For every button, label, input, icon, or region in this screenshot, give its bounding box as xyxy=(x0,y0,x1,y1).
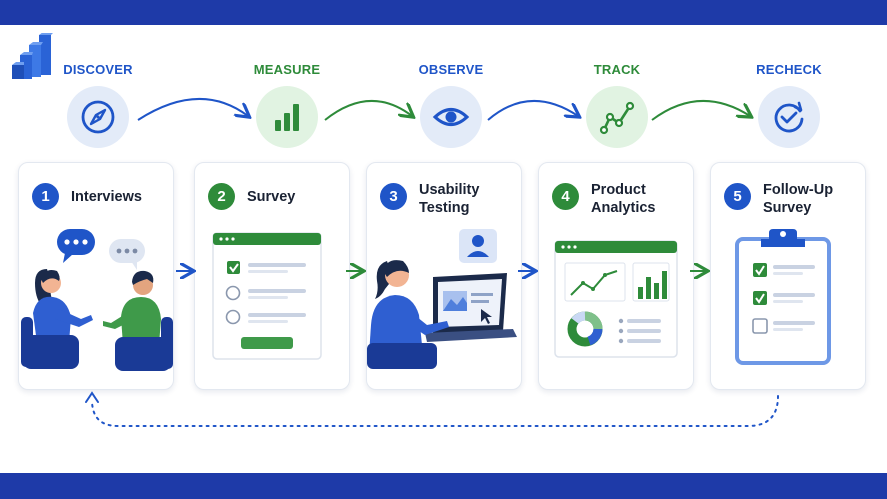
step-card-follow-up-survey: 5 Follow-Up Survey xyxy=(710,162,866,390)
analytics-dashboard-illustration xyxy=(554,240,678,358)
step-card-product-analytics: 4 Product Analytics xyxy=(538,162,694,390)
line-chart-icon xyxy=(599,101,635,135)
bar-chart-icon xyxy=(275,104,299,131)
cursor-icon xyxy=(481,309,492,324)
speech-bubble-icon xyxy=(57,229,95,263)
step-number-badge: 4 xyxy=(552,183,579,210)
refresh-check-icon xyxy=(774,101,804,133)
arrow-measure-to-observe xyxy=(324,99,412,121)
arrow-discover-to-measure xyxy=(137,98,248,121)
interview-illustration xyxy=(21,229,173,371)
stage-circle-observe xyxy=(420,86,482,148)
stage-circle-recheck xyxy=(758,86,820,148)
eye-icon xyxy=(432,108,470,126)
step-number-badge: 5 xyxy=(724,183,751,210)
compass-icon xyxy=(81,100,115,134)
checkbox-empty-icon xyxy=(752,318,768,334)
step-title: Survey xyxy=(247,189,296,205)
step-number-badge: 2 xyxy=(208,183,235,210)
checkbox-checked-icon xyxy=(753,291,767,305)
clipboard-checklist-illustration xyxy=(735,229,831,365)
stage-label-discover: DISCOVER xyxy=(63,62,133,77)
radio-empty-icon xyxy=(225,285,241,301)
stage-circle-discover xyxy=(67,86,129,148)
return-loop-arrow xyxy=(91,395,779,427)
stage-label-observe: OBSERVE xyxy=(418,62,484,77)
stage-circle-track xyxy=(586,86,648,148)
top-banner xyxy=(0,0,887,25)
speech-bubble-icon xyxy=(109,239,145,270)
usability-testing-illustration xyxy=(367,229,517,369)
step-title: Interviews xyxy=(71,189,142,205)
bar-chart-icon xyxy=(638,271,667,299)
stage-circle-measure xyxy=(256,86,318,148)
survey-form-illustration xyxy=(212,232,322,360)
arrow-track-to-recheck xyxy=(651,99,750,121)
step-number-badge: 1 xyxy=(32,183,59,210)
arrow-observe-to-track xyxy=(487,99,578,121)
stage-label-track: TRACK xyxy=(593,62,641,77)
stage-label-recheck: RECHECK xyxy=(756,62,822,77)
checkbox-checked-icon xyxy=(227,261,240,274)
step-number-badge: 3 xyxy=(380,183,407,210)
step-card-interviews: 1 Interviews xyxy=(18,162,174,390)
step-title: Product Analytics xyxy=(591,182,656,216)
stacked-blocks-logo-icon xyxy=(12,33,53,79)
step-card-survey: 2 Survey xyxy=(194,162,350,390)
step-title: Usability Testing xyxy=(419,182,480,216)
step-title: Follow-Up Survey xyxy=(763,182,834,216)
donut-chart-icon xyxy=(567,311,603,347)
radio-empty-icon xyxy=(225,309,241,325)
step-card-usability-testing: 3 Usability Testing xyxy=(366,162,522,390)
checkbox-checked-icon xyxy=(753,263,767,277)
bottom-banner xyxy=(0,473,887,499)
stage-label-measure: MEASURE xyxy=(253,62,321,77)
